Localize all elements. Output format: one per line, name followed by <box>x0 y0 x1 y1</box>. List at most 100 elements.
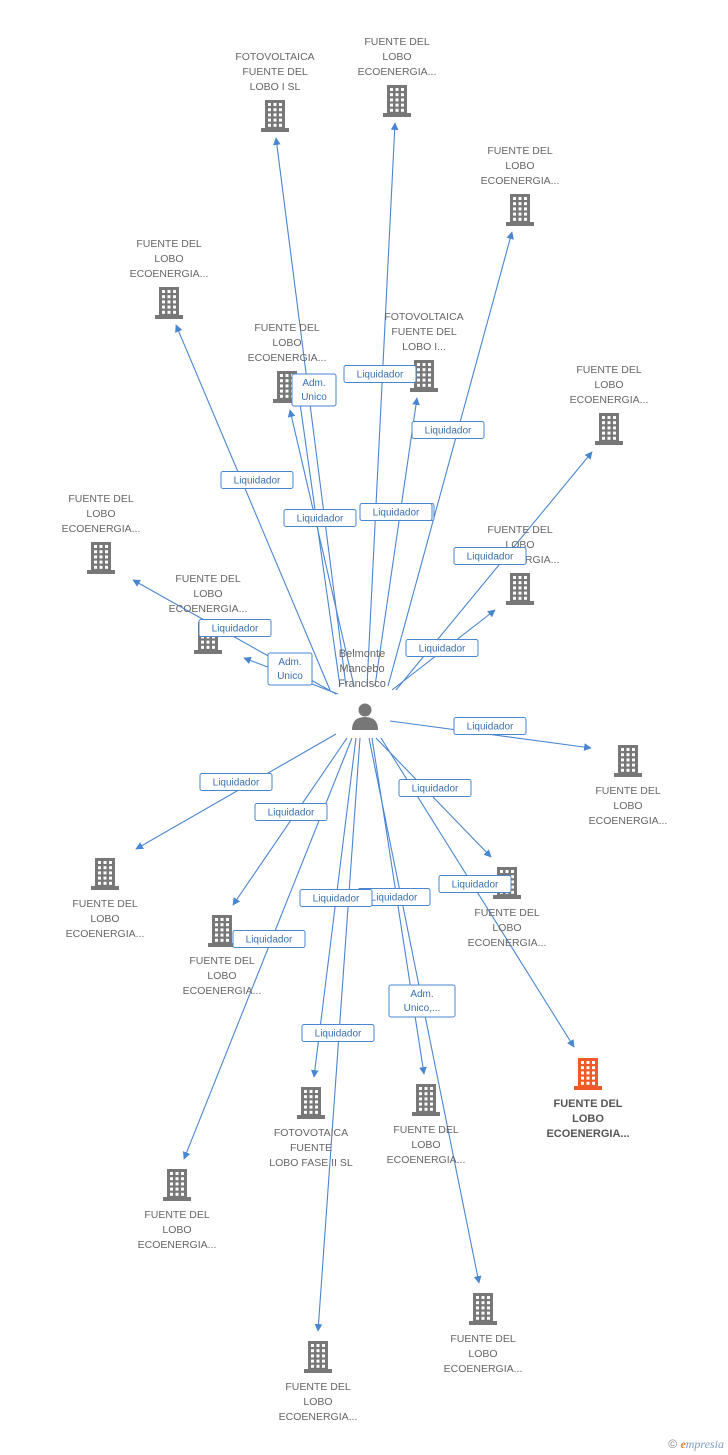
company-name-line: FUENTE DEL <box>68 493 134 505</box>
building-icon <box>87 542 115 574</box>
company-name-line: ECOENERGIA... <box>248 352 327 364</box>
building-icon <box>595 413 623 445</box>
brand-logo-initial: e <box>680 1437 686 1451</box>
edge-label-box <box>220 471 294 489</box>
company-node-n4[interactable]: FUENTE DELLOBOECOENERGIA... <box>130 238 209 319</box>
company-node-n7[interactable]: FUENTE DELLOBOECOENERGIA... <box>570 364 649 445</box>
edge-label-box <box>254 803 328 821</box>
edge-role-label[interactable]: Liquidador <box>359 503 433 521</box>
company-node-n11[interactable]: FUENTE DELLOBOECOENERGIA... <box>589 745 668 827</box>
company-name-line: FUENTE DEL <box>364 36 430 48</box>
company-name-line: FUENTE DEL <box>595 785 661 797</box>
edge-label-box <box>359 503 433 521</box>
company-node-n12[interactable]: FUENTE DELLOBOECOENERGIA... <box>66 858 145 940</box>
edge-role-label[interactable]: Liquidador <box>301 1024 375 1042</box>
building-icon <box>383 85 411 117</box>
edge-label-box <box>267 652 313 686</box>
company-name-line: FOTOVOLTAICA <box>384 311 463 323</box>
company-name-line: ECOENERGIA... <box>183 985 262 997</box>
company-name-line: FUENTE DEL <box>391 326 457 338</box>
company-node-n20[interactable]: FUENTE DELLOBOECOENERGIA... <box>279 1341 358 1423</box>
edge-role-label[interactable]: Liquidador <box>299 889 373 907</box>
edge-label-box <box>411 421 485 439</box>
company-node-n8[interactable]: FUENTE DELLOBOECOENERGIA... <box>62 493 141 574</box>
edge-to-n12 <box>375 737 492 858</box>
edge-label-box <box>199 773 273 791</box>
edge-role-label[interactable]: Liquidador <box>220 471 294 489</box>
edge-role-label[interactable]: Liquidador <box>411 421 485 439</box>
edge-label-box <box>283 509 357 527</box>
edge-label-text: Unico <box>301 392 327 403</box>
company-name-line: FOTOVOLTAICA <box>235 51 314 63</box>
company-name-line: FUENTE DEL <box>576 364 642 376</box>
edge-label-box <box>299 889 373 907</box>
edge-label-text: Liquidador <box>357 370 404 381</box>
edge-label-text: Liquidador <box>246 935 293 946</box>
building-icon <box>574 1058 602 1090</box>
edge-label-text: Liquidador <box>467 552 514 563</box>
edge-label-box <box>291 373 337 407</box>
edge-label-box <box>388 984 456 1018</box>
company-name-line: ECOENERGIA... <box>66 928 145 940</box>
edge-label-text: Liquidador <box>373 508 420 519</box>
edge-role-label[interactable]: Liquidador <box>453 547 527 565</box>
company-name-line: FUENTE DEL <box>285 1381 351 1393</box>
building-icon <box>614 745 642 777</box>
company-node-n10[interactable]: FUENTE DELLOBOECOENERGIA... <box>169 573 248 654</box>
edge-role-label[interactable]: Adm.Unico <box>267 652 313 686</box>
edge-role-label[interactable]: Liquidador <box>453 717 527 735</box>
edge-to-n1 <box>273 137 347 687</box>
edge-label-box <box>453 717 527 735</box>
edge-label-text: Unico <box>277 671 303 682</box>
company-node-n19[interactable]: FUENTE DELLOBOECOENERGIA... <box>444 1293 523 1375</box>
edge-role-label[interactable]: Liquidador <box>198 619 272 637</box>
company-name-line: LOBO <box>492 922 521 934</box>
edge-label-text: Adm. <box>410 989 433 1000</box>
edge-role-label[interactable]: Liquidador <box>283 509 357 527</box>
edge-role-label[interactable]: Liquidador <box>398 779 472 797</box>
edge-role-label[interactable]: Liquidador <box>199 773 273 791</box>
company-name-line: LOBO <box>572 1113 604 1125</box>
edge-role-label[interactable]: Liquidador <box>438 875 512 893</box>
edge-role-label[interactable]: Liquidador <box>254 803 328 821</box>
company-node-n18[interactable]: FUENTE DELLOBOECOENERGIA... <box>138 1169 217 1251</box>
company-name-line: FUENTE DEL <box>254 322 320 334</box>
company-node-n16[interactable]: FUENTE DELLOBOECOENERGIA... <box>387 1084 466 1166</box>
company-name-line: LOBO <box>90 913 119 925</box>
company-name-line: ECOENERGIA... <box>589 815 668 827</box>
person-name-line: Mancebo <box>339 663 384 675</box>
edge-role-label[interactable]: Adm.Unico,... <box>388 984 456 1018</box>
edge-to-n5 <box>293 374 341 687</box>
building-icon <box>91 858 119 890</box>
company-node-n5[interactable]: FUENTE DEL LOBO ECOENERGIA... <box>248 322 327 403</box>
edge-label-text: Liquidador <box>467 722 514 733</box>
edge-role-label[interactable]: Liquidador <box>405 639 479 657</box>
company-name-line: LOBO <box>193 588 222 600</box>
edge-label-box <box>398 779 472 797</box>
company-name-line: ECOENERGIA... <box>130 268 209 280</box>
edge-role-label[interactable]: Adm.Unico <box>291 373 337 407</box>
edge-role-label[interactable]: Liquidador <box>343 365 417 383</box>
company-name-line: LOBO FASE II SL <box>269 1157 353 1169</box>
company-node-n2[interactable]: FUENTE DELLOBOECOENERGIA... <box>358 36 437 117</box>
edge-to-n6 <box>374 397 420 687</box>
company-name-line: FOTOVOTAICA <box>274 1127 348 1139</box>
company-name-line: LOBO <box>272 337 301 349</box>
company-name-line: LOBO <box>154 253 183 265</box>
edge-label-text: Liquidador <box>313 894 360 905</box>
edge-to-n11 <box>135 733 337 850</box>
company-node-n17[interactable]: FUENTE DELLOBOECOENERGIA... <box>546 1058 630 1140</box>
edge-label-box <box>301 1024 375 1042</box>
edge-role-label[interactable]: Liquidador <box>232 930 306 948</box>
company-name-line: ECOENERGIA... <box>546 1128 629 1140</box>
building-icon <box>412 1084 440 1116</box>
company-node-n3[interactable]: FUENTE DELLOBOECOENERGIA... <box>481 145 560 226</box>
edge-to-n17 <box>182 737 353 1160</box>
company-node-n14[interactable]: FUENTE DELLOBOECOENERGIA... <box>183 915 262 997</box>
building-icon <box>208 915 236 947</box>
